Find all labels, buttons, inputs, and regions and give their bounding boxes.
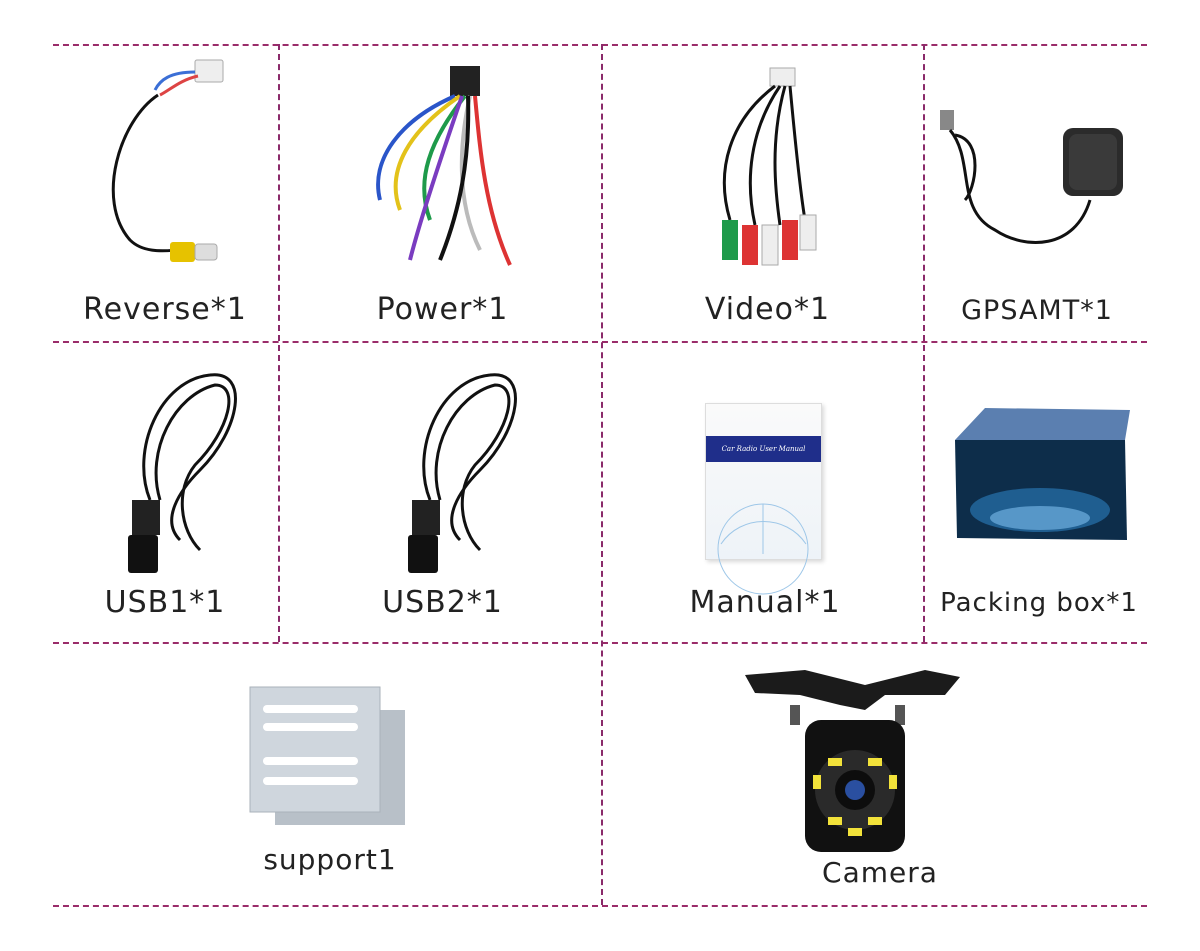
power-harness-image [376,66,512,266]
item-label: Camera [822,856,938,889]
usb1-cable-image [128,373,237,573]
item-label: Power*1 [376,292,509,327]
divider-col2 [601,44,603,905]
item-label: GPSAMT*1 [961,295,1113,326]
item-label: USB1*1 [104,585,226,620]
divider-row2 [53,642,1147,644]
divider-col3 [923,44,925,642]
manual-cover-band: Car Radio User Manual [706,436,821,462]
globe-graphic [717,503,809,595]
divider-bottom [53,905,1147,907]
divider-col1 [278,44,280,642]
manual-booklet-image: Car Radio User Manual [705,403,822,595]
item-label: USB2*1 [382,585,503,620]
reverse-cable-image [111,59,224,262]
video-cable-image [722,67,817,266]
divider-top [53,44,1147,46]
item-label: Reverse*1 [83,292,247,327]
gps-antenna-image [940,110,1123,244]
divider-row1 [53,341,1147,343]
support-bracket-image [249,686,405,825]
item-label: Packing box*1 [940,588,1138,618]
item-label: Manual*1 [689,585,841,620]
camera-image [745,670,960,852]
manual-cover-title: Car Radio User Manual [721,445,806,453]
item-label: Video*1 [704,292,831,327]
item-label: support1 [263,843,397,876]
packing-box-image [955,408,1130,540]
usb2-cable-image [408,373,517,573]
